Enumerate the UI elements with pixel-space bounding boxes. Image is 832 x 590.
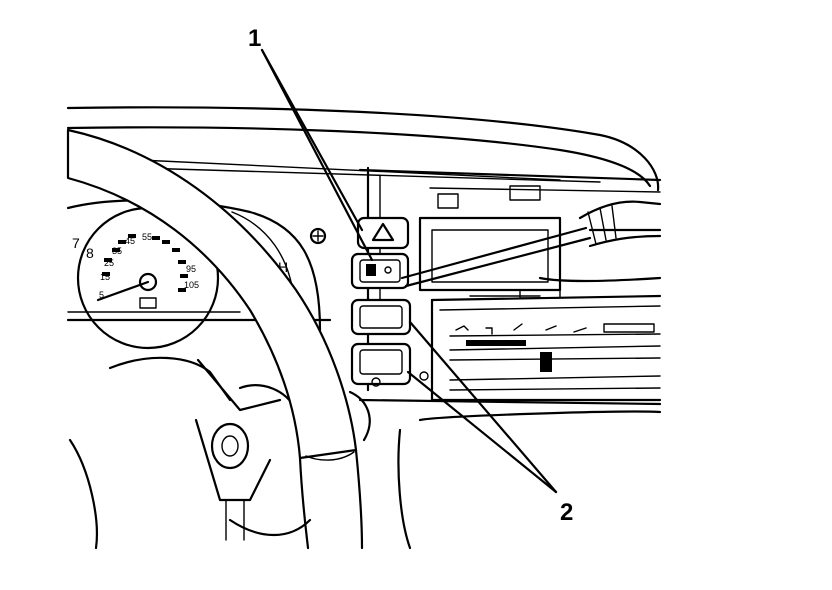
hazard-triangle-icon xyxy=(371,222,395,242)
speedometer-tick-label: 35 xyxy=(112,246,122,256)
switch-symbol-icon xyxy=(366,264,376,276)
callout-2-label: 2 xyxy=(560,499,573,526)
steering-column-area xyxy=(108,356,371,541)
switch-symbol-icon xyxy=(384,266,392,274)
screwdriver-tool xyxy=(400,200,662,288)
hazard-switch xyxy=(356,216,410,250)
dashboard-top-edge xyxy=(66,106,660,192)
speedometer-tick-label: 95 xyxy=(186,264,196,274)
speedometer-tick-label: 15 xyxy=(100,272,110,282)
speedometer-tick-label: 55 xyxy=(142,232,152,242)
ignition-lock xyxy=(210,422,250,470)
lower-dash-contour xyxy=(68,398,662,550)
speedometer-tick-label: 105 xyxy=(184,280,199,290)
speedometer-tick-label: 5 xyxy=(99,290,104,300)
cluster-outer-numeral: 8 xyxy=(86,245,94,261)
steering-wheel xyxy=(66,128,364,550)
callout-1-leaders xyxy=(260,48,374,262)
speedometer-tick-label: 25 xyxy=(104,258,114,268)
speedometer-hub xyxy=(138,272,158,292)
bezel-screw xyxy=(309,227,327,245)
switch-bank xyxy=(350,216,429,387)
speedometer-needle xyxy=(96,280,150,302)
speedometer-tick-label: 45 xyxy=(125,236,135,246)
callout-2-leaders xyxy=(406,320,558,494)
tachometer-unit-label: H xyxy=(278,259,288,275)
accessory-switch-upper xyxy=(350,252,410,290)
accessory-switch-middle xyxy=(350,298,412,336)
callout-1-label: 1 xyxy=(248,25,261,52)
cluster-outer-numeral: 7 xyxy=(72,235,80,251)
hvac-control-panel xyxy=(430,289,662,402)
